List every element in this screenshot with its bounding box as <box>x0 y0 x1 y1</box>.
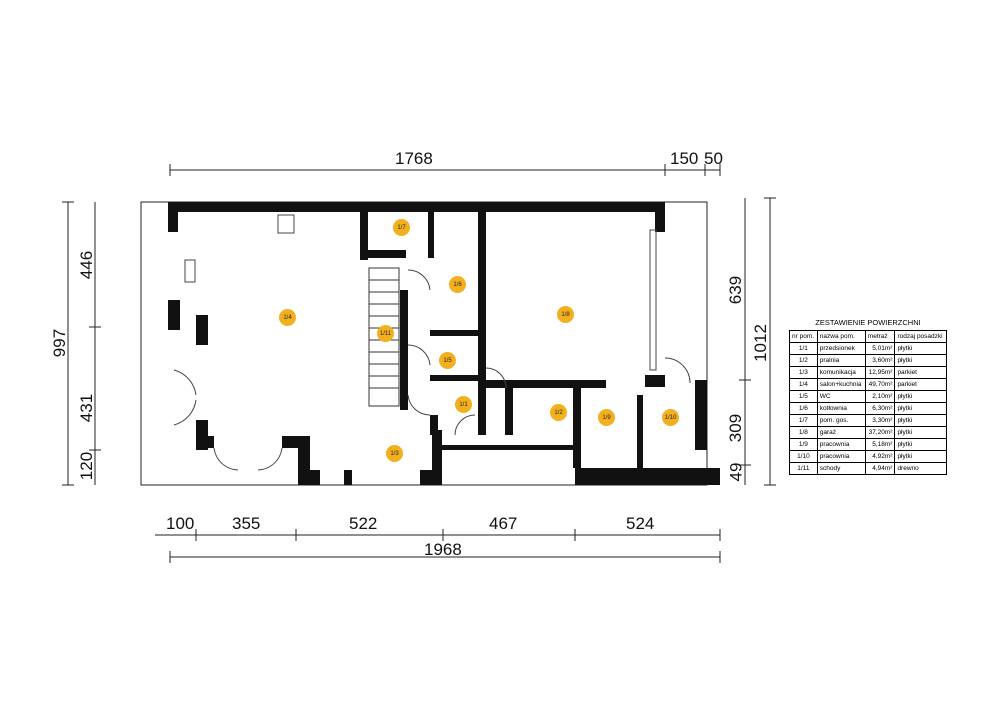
floor-type: płytki <box>894 390 947 403</box>
room-area: 5,18m² <box>864 438 896 451</box>
room-marker-1-1: 1/1 <box>455 396 472 413</box>
room-area: 4,94m² <box>864 462 896 475</box>
room-marker-1-10: 1/10 <box>662 409 679 426</box>
room-area: 12,95m² <box>864 366 896 379</box>
room-area: 5,01m² <box>864 342 896 355</box>
dimension-lines <box>62 164 776 563</box>
floor-type: płytki <box>894 402 947 415</box>
dim-right-total: 1012 <box>750 324 770 362</box>
room-number: 1/11 <box>789 462 818 475</box>
room-number: 1/9 <box>789 438 818 451</box>
header-area: metraż <box>864 330 896 343</box>
dim-bottom-total: 1968 <box>424 540 462 559</box>
room-marker-1-2: 1/2 <box>550 404 567 421</box>
stairs <box>368 267 400 407</box>
room-marker-1-11: 1/11 <box>377 325 394 342</box>
floor-type: płytki <box>894 342 947 355</box>
room-name: komunikacja <box>816 366 866 379</box>
dim-right-a: 639 <box>726 275 746 305</box>
room-name: salon+kuchnia <box>816 378 866 391</box>
floor-type: parkiet <box>894 378 947 391</box>
room-name: WC <box>816 390 866 403</box>
room-name: pralnia <box>816 354 866 367</box>
room-number: 1/6 <box>789 402 818 415</box>
dim-left-c: 120 <box>77 451 97 481</box>
room-number: 1/3 <box>789 366 818 379</box>
room-marker-1-4: 1/4 <box>279 309 296 326</box>
floor-type: płytki <box>894 450 947 463</box>
dim-top-main: 1768 <box>395 149 433 168</box>
room-area: 3,60m² <box>864 354 896 367</box>
floor-type: płytki <box>894 426 947 439</box>
doors <box>173 214 691 471</box>
room-marker-1-3: 1/3 <box>386 445 403 462</box>
terrace-outline <box>140 201 708 486</box>
dim-bottom-e: 524 <box>626 514 655 533</box>
dim-right-c: 49 <box>726 462 746 482</box>
floor-type: płytki <box>894 438 947 451</box>
room-name: kotłownia <box>816 402 866 415</box>
room-marker-1-6: 1/6 <box>449 276 466 293</box>
room-name: przedsionek <box>816 342 866 355</box>
room-name: schody <box>816 462 866 475</box>
dim-top-a: 150 <box>670 149 699 168</box>
room-number: 1/4 <box>789 378 818 391</box>
room-area: 37,20m² <box>864 426 896 439</box>
room-number: 1/8 <box>789 426 818 439</box>
room-area: 49,70m² <box>864 378 896 391</box>
dim-top-b: 50 <box>704 149 723 168</box>
dim-right-b: 309 <box>726 413 746 443</box>
room-number: 1/10 <box>789 450 818 463</box>
room-name: pracownia <box>816 450 866 463</box>
room-area: 2,10m² <box>864 390 896 403</box>
room-marker-1-8: 1/8 <box>557 306 574 323</box>
room-marker-1-9: 1/9 <box>598 409 615 426</box>
floor-type: płytki <box>894 354 947 367</box>
dim-bottom-d: 467 <box>489 514 518 533</box>
room-name: pom. gos. <box>816 414 866 427</box>
dim-bottom-c: 522 <box>349 514 378 533</box>
room-name: pracownia <box>816 438 866 451</box>
room-number: 1/7 <box>789 414 818 427</box>
room-marker-1-7: 1/7 <box>393 219 410 236</box>
room-number: 1/1 <box>789 342 818 355</box>
dim-left-a: 446 <box>77 250 97 280</box>
dim-bottom-a: 100 <box>166 514 195 533</box>
room-name: garaż <box>816 426 866 439</box>
floor-type: płytki <box>894 414 947 427</box>
room-area: 4,92m² <box>864 450 896 463</box>
room-number: 1/2 <box>789 354 818 367</box>
floor-type: parkiet <box>894 366 947 379</box>
room-area: 6,30m² <box>864 402 896 415</box>
dim-bottom-b: 355 <box>232 514 261 533</box>
room-area: 3,30m² <box>864 414 896 427</box>
floor-type: drewno <box>894 462 947 475</box>
header-name: nazwa pom. <box>816 330 866 343</box>
walls <box>168 202 720 485</box>
header-nr: nr pom. <box>789 330 818 343</box>
room-marker-1-5: 1/5 <box>439 352 456 369</box>
header-floor: rodzaj posadzki <box>894 330 947 343</box>
dim-left-total: 997 <box>50 328 70 358</box>
table-header-row: nr pom. nazwa pom. metraż rodzaj posadzk… <box>789 330 947 343</box>
table-title: ZESTAWIENIE POWIERZCHNI <box>815 318 921 327</box>
area-summary-table: ZESTAWIENIE POWIERZCHNI nr pom. nazwa po… <box>789 318 947 475</box>
room-number: 1/5 <box>789 390 818 403</box>
dim-left-b: 431 <box>77 393 97 423</box>
